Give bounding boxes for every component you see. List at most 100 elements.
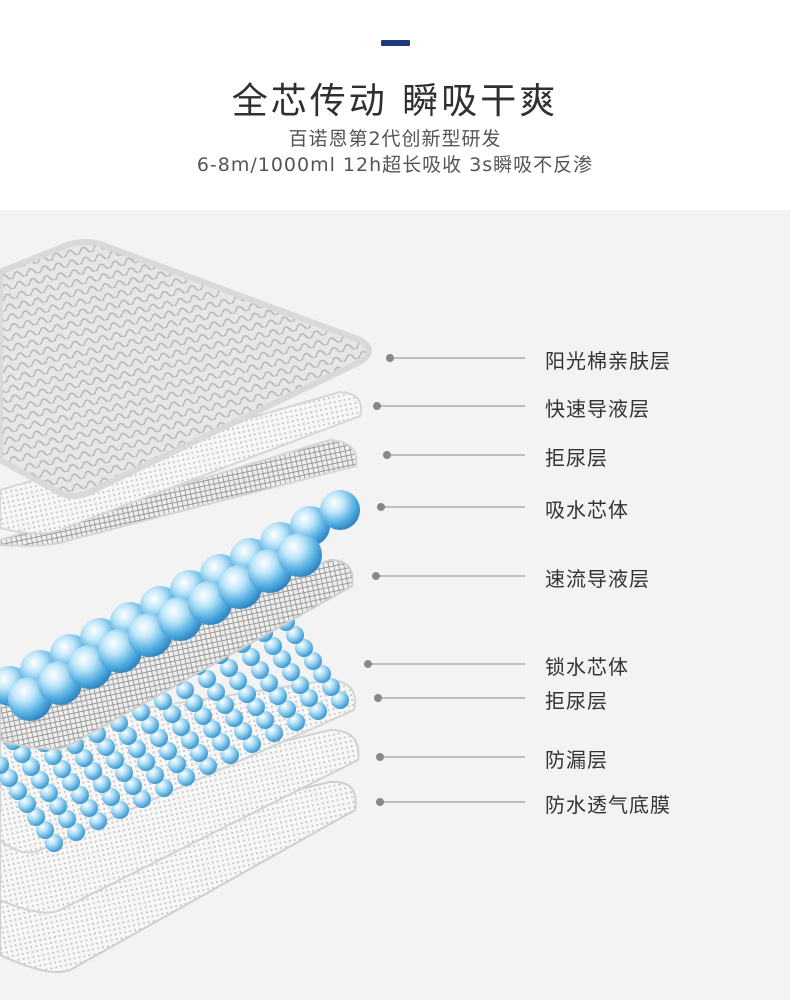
- small-bead: [212, 733, 230, 751]
- small-bead: [278, 700, 296, 718]
- small-bead: [291, 676, 309, 694]
- small-bead: [199, 757, 217, 775]
- page-title: 全芯传动 瞬吸干爽: [231, 81, 559, 122]
- small-bead: [185, 694, 203, 712]
- layer-fast-flow: [0, 558, 354, 750]
- layer-diagram: 阳光棉亲肤层 快速导液层 拒尿层 吸水芯体 速流导液层 锁水芯体 拒尿层 防漏层…: [0, 210, 790, 1000]
- small-bead: [13, 745, 31, 763]
- small-bead: [0, 769, 18, 787]
- small-bead: [234, 722, 252, 740]
- small-bead: [163, 705, 181, 723]
- small-bead: [287, 713, 305, 731]
- layer-label-quick-guide: 快速导液层: [545, 397, 650, 421]
- small-bead: [313, 665, 331, 683]
- small-bead: [31, 771, 49, 789]
- small-bead: [216, 696, 234, 714]
- small-bead: [106, 751, 124, 769]
- small-bead: [146, 766, 164, 784]
- small-bead: [53, 760, 71, 778]
- small-bead: [137, 753, 155, 771]
- layer-label-lock-core: 锁水芯体: [545, 655, 629, 679]
- small-bead: [282, 663, 300, 681]
- small-bead: [251, 661, 269, 679]
- small-bead: [304, 652, 322, 670]
- header-section: 全芯传动 瞬吸干爽 百诺恩第2代创新型研发 6-8m/1000ml 12h超长吸…: [0, 0, 790, 210]
- small-bead: [220, 659, 238, 677]
- small-bead: [247, 698, 265, 716]
- small-bead: [49, 797, 67, 815]
- accent-bar: [381, 40, 410, 46]
- small-bead: [273, 650, 291, 668]
- absorbent-core: [0, 490, 360, 721]
- small-bead: [40, 784, 58, 802]
- layer-label-absorbent-core: 吸水芯体: [545, 498, 629, 522]
- small-bead: [238, 685, 256, 703]
- layer-waterproof-film: [0, 780, 357, 974]
- small-bead: [36, 821, 54, 839]
- small-bead: [18, 795, 36, 813]
- small-bead: [62, 773, 80, 791]
- small-bead: [45, 834, 63, 852]
- small-bead: [286, 626, 304, 644]
- layer-label-waterproof-film: 防水透气底膜: [545, 793, 671, 817]
- small-bead: [242, 648, 260, 666]
- small-bead: [203, 720, 221, 738]
- small-bead: [229, 672, 247, 690]
- leader-lines: [364, 354, 525, 806]
- layer-label-top-cotton: 阳光棉亲肤层: [545, 349, 671, 373]
- small-bead: [331, 691, 349, 709]
- small-bead: [264, 637, 282, 655]
- small-bead: [97, 738, 115, 756]
- small-bead: [115, 764, 133, 782]
- small-bead: [102, 788, 120, 806]
- small-bead: [207, 683, 225, 701]
- small-bead: [256, 711, 274, 729]
- small-bead: [198, 670, 216, 688]
- bead: [278, 533, 322, 577]
- small-bead: [22, 758, 40, 776]
- small-bead: [89, 812, 107, 830]
- small-bead: [243, 735, 261, 753]
- small-bead: [221, 746, 239, 764]
- layer-leakproof: [0, 728, 360, 914]
- small-bead: [27, 808, 45, 826]
- small-bead: [194, 707, 212, 725]
- subtitle-line-2: 6-8m/1000ml 12h超长吸收 3s瞬吸不反渗: [196, 154, 594, 176]
- small-bead: [309, 702, 327, 720]
- small-bead: [269, 687, 287, 705]
- small-bead: [172, 718, 190, 736]
- small-bead: [190, 744, 208, 762]
- small-bead: [80, 799, 98, 817]
- small-bead: [128, 740, 146, 758]
- small-bead: [300, 689, 318, 707]
- small-bead: [75, 749, 93, 767]
- layer-label-refuse-2: 拒尿层: [545, 689, 608, 713]
- small-bead: [159, 742, 177, 760]
- small-bead: [119, 727, 137, 745]
- layer-label-fast-flow: 速流导液层: [545, 567, 650, 591]
- bead: [320, 490, 360, 530]
- small-bead: [133, 790, 151, 808]
- small-bead: [168, 755, 186, 773]
- layer-illustration: [0, 239, 525, 974]
- small-bead: [150, 729, 168, 747]
- small-bead: [177, 768, 195, 786]
- small-bead: [141, 716, 159, 734]
- small-bead: [71, 786, 89, 804]
- small-bead: [67, 823, 85, 841]
- small-bead: [225, 709, 243, 727]
- small-bead: [295, 639, 313, 657]
- small-bead: [155, 779, 173, 797]
- small-bead: [93, 775, 111, 793]
- small-bead: [265, 724, 283, 742]
- small-bead: [181, 731, 199, 749]
- small-bead: [176, 681, 194, 699]
- small-bead: [9, 782, 27, 800]
- small-bead: [0, 756, 9, 774]
- layer-quick-guide: [0, 390, 362, 535]
- small-bead: [111, 801, 129, 819]
- layer-top-cotton: [0, 239, 372, 499]
- small-bead: [154, 692, 172, 710]
- small-bead: [58, 810, 76, 828]
